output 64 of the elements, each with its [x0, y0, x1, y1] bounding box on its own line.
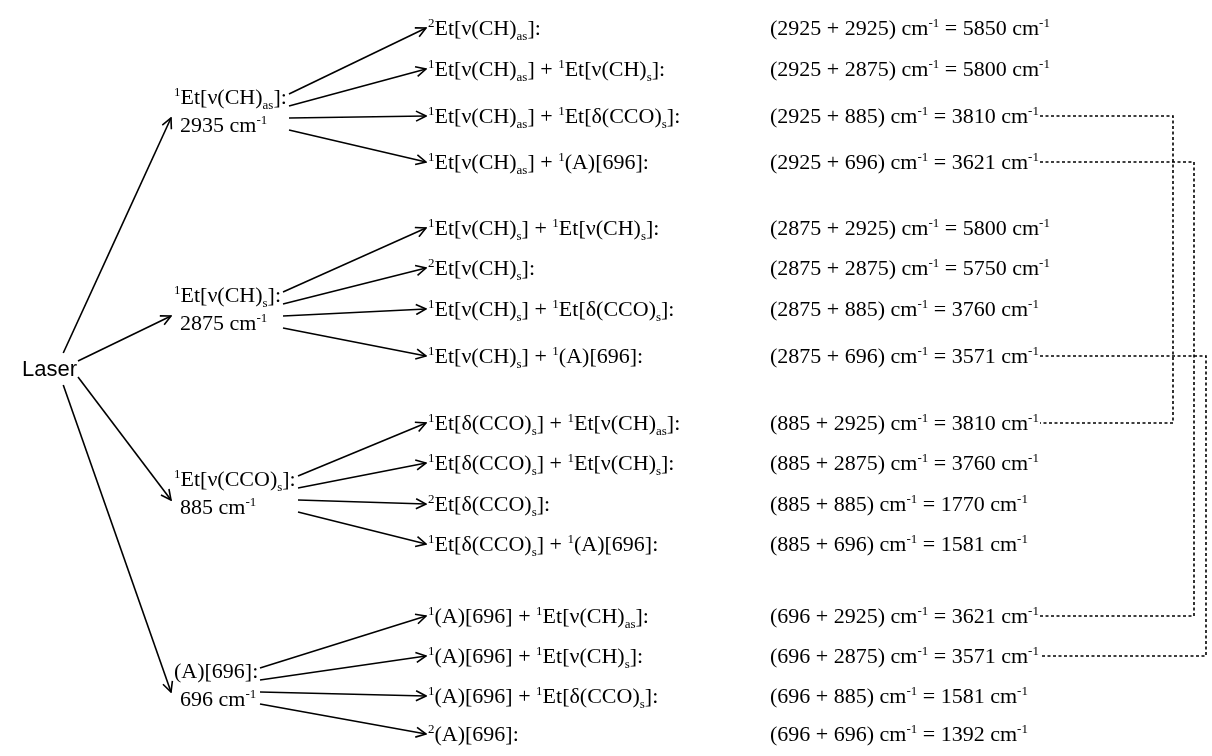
arrow [282, 226, 427, 293]
sum-equation: (885 + 2875) cm$^{-1}$ = 3760 cm$^{-1}$ [770, 450, 1039, 476]
dotted-connector [1039, 161, 1195, 617]
combination-label: $^{2}$Et[δ(CCO)$_{s}$]: [428, 491, 551, 517]
sum-equation: (885 + 885) cm$^{-1}$ = 1770 cm$^{-1}$ [770, 491, 1028, 517]
sum-equation: (2925 + 2875) cm$^{-1}$ = 5800 cm$^{-1}$ [770, 56, 1050, 82]
combination-label: $^{1}$Et[δ(CCO)$_{s}$] + $^{1}$Et[ν(CH)$_{as}$]: [428, 410, 681, 436]
wavenumber-label: 696 cm$^{-1}$ [180, 686, 257, 712]
arrow [62, 384, 174, 693]
sum-equation: (696 + 696) cm$^{-1}$ = 1392 cm$^{-1}$ [770, 721, 1028, 747]
combination-label: $^{1}$Et[ν(CH)$_{s}$] + $^{1}$(A)[696]: [428, 343, 644, 369]
sum-equation: (2875 + 885) cm$^{-1}$ = 3760 cm$^{-1}$ [770, 296, 1039, 322]
arrow [259, 689, 427, 702]
combination-label: $^{1}$Et[ν(CH)$_{as}$] + $^{1}$(A)[696]: [428, 149, 649, 175]
wavenumber-label: 2935 cm$^{-1}$ [180, 112, 268, 138]
sum-equation: (2875 + 2925) cm$^{-1}$ = 5800 cm$^{-1}$ [770, 215, 1050, 241]
arrow [282, 327, 427, 360]
arrow [297, 511, 427, 548]
wavenumber-label: 885 cm$^{-1}$ [180, 494, 257, 520]
arrow [288, 129, 427, 166]
arrow [77, 315, 172, 362]
sum-equation: (2875 + 696) cm$^{-1}$ = 3571 cm$^{-1}$ [770, 343, 1039, 369]
combination-label: $^{2}$Et[ν(CH)$_{as}$]: [428, 15, 541, 41]
mode-label: $^{1}$Et[ν(CH)$_{as}$]: [174, 84, 287, 110]
sum-equation: (2875 + 2875) cm$^{-1}$ = 5750 cm$^{-1}$ [770, 255, 1050, 281]
combination-label: $^{1}$(A)[696] + $^{1}$Et[ν(CH)$_{s}$]: [428, 643, 644, 669]
combination-label: $^{2}$(A)[696]: [428, 721, 519, 747]
dotted-connector [1039, 355, 1207, 657]
arrow [297, 421, 427, 477]
arrow [62, 117, 173, 354]
arrow [259, 651, 427, 681]
sum-equation: (696 + 2875) cm$^{-1}$ = 3571 cm$^{-1}$ [770, 643, 1039, 669]
combination-label: $^{1}$Et[ν(CH)$_{as}$] + $^{1}$Et[ν(CH)$_{s}$]: [428, 56, 666, 82]
combination-label: $^{1}$Et[ν(CH)$_{s}$] + $^{1}$Et[δ(CCO)$_{s}$]: [428, 296, 675, 322]
combination-label: $^{1}$(A)[696] + $^{1}$Et[ν(CH)$_{as}$]: [428, 603, 649, 629]
arrow [288, 110, 427, 122]
sum-equation: (885 + 2925) cm$^{-1}$ = 3810 cm$^{-1}$ [770, 410, 1039, 436]
combination-label: $^{2}$Et[ν(CH)$_{s}$]: [428, 255, 536, 281]
arrow [282, 264, 427, 305]
arrow [288, 27, 427, 95]
arrow [282, 303, 427, 317]
combination-label: $^{1}$Et[δ(CCO)$_{s}$] + $^{1}$(A)[696]: [428, 531, 659, 557]
sum-equation: (696 + 885) cm$^{-1}$ = 1581 cm$^{-1}$ [770, 683, 1028, 709]
arrow [297, 497, 427, 510]
combination-label: $^{1}$Et[ν(CH)$_{s}$] + $^{1}$Et[ν(CH)$_{s}$]: [428, 215, 660, 241]
wavenumber-label: 2875 cm$^{-1}$ [180, 310, 268, 336]
dotted-connector [1039, 115, 1174, 424]
sum-equation: (2925 + 2925) cm$^{-1}$ = 5850 cm$^{-1}$ [770, 15, 1050, 41]
sum-equation: (696 + 2925) cm$^{-1}$ = 3621 cm$^{-1}$ [770, 603, 1039, 629]
combination-label: $^{1}$Et[δ(CCO)$_{s}$] + $^{1}$Et[ν(CH)$_{s}$]: [428, 450, 675, 476]
sum-equation: (2925 + 696) cm$^{-1}$ = 3621 cm$^{-1}$ [770, 149, 1039, 175]
combination-label: $^{1}$(A)[696] + $^{1}$Et[δ(CCO)$_{s}$]: [428, 683, 659, 709]
arrow [259, 613, 427, 669]
arrow [297, 459, 427, 489]
sum-equation: (885 + 696) cm$^{-1}$ = 1581 cm$^{-1}$ [770, 531, 1028, 557]
combination-label: $^{1}$Et[ν(CH)$_{as}$] + $^{1}$Et[δ(CCO)$_{s}$]: [428, 103, 681, 129]
mode-label: $^{1}$Et[ν(CH)$_{s}$]: [174, 282, 282, 308]
arrow [259, 703, 427, 738]
sum-equation: (2925 + 885) cm$^{-1}$ = 3810 cm$^{-1}$ [770, 103, 1039, 129]
arrow [288, 66, 427, 107]
laser-label: Laser [22, 354, 78, 384]
mode-label: $^{1}$Et[ν(CCO)$_{s}$]: [174, 466, 296, 492]
arrow [77, 376, 172, 501]
mode-label: (A)[696]: [174, 658, 259, 684]
